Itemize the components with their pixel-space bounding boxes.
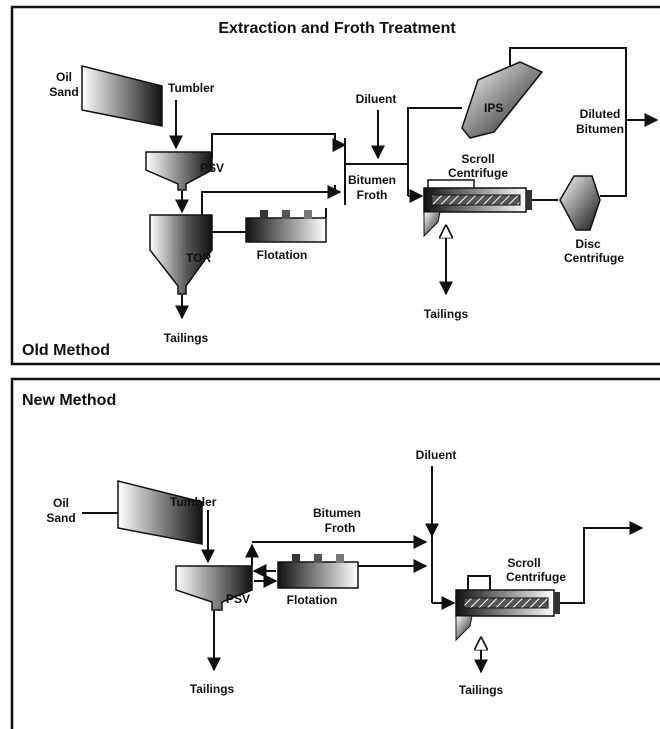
- new-flotation-cell-2: [314, 554, 322, 563]
- new-diluent-label: Diluent: [416, 448, 457, 462]
- old-flotation-cell-3: [304, 210, 312, 219]
- old-scroll-label-1: Scroll: [461, 152, 494, 166]
- old-tor-label: TOR: [186, 251, 211, 265]
- old-scroll-label-2: Centrifuge: [448, 166, 508, 180]
- new-scroll-label-2: Centrifuge: [506, 570, 566, 584]
- old-method-label: Old Method: [22, 342, 110, 359]
- new-psv: [175, 565, 253, 611]
- new-flotation-cell-3: [336, 554, 344, 563]
- old-scroll-centrifuge: [423, 187, 532, 238]
- diagram-title: Extraction and Froth Treatment: [218, 20, 456, 37]
- old-tor: [149, 214, 213, 295]
- new-flotation: [277, 561, 359, 589]
- new-method-panel: New Method Oil Sand Tumbler PSV Tailings…: [10, 377, 660, 729]
- old-ips-label: IPS: [484, 101, 503, 115]
- new-oil-sand-label-1: Oil: [53, 496, 69, 510]
- old-bitumen-froth-label-1: Bitumen: [348, 173, 396, 187]
- new-flotation-label: Flotation: [287, 593, 338, 607]
- new-oil-sand-label-2: Sand: [46, 511, 75, 525]
- old-diluted-bitumen-label-1: Diluted: [580, 107, 621, 121]
- old-tailings-right-label: Tailings: [424, 307, 469, 321]
- old-psv-froth-line: [211, 133, 336, 158]
- old-flotation: [245, 217, 327, 243]
- old-tor-froth-line: [201, 185, 336, 215]
- old-oil-sand-label-2: Sand: [49, 85, 78, 99]
- old-disc-label-2: Centrifuge: [564, 251, 624, 265]
- new-bitumen-froth-label-2: Froth: [325, 521, 356, 535]
- old-froth-to-ips-line: [407, 107, 462, 164]
- old-flotation-cell-1: [260, 210, 268, 219]
- old-disc-label-1: Disc: [575, 237, 601, 251]
- old-flotation-cell-2: [282, 210, 290, 219]
- new-bitumen-froth-label-1: Bitumen: [313, 506, 361, 520]
- new-psv-label: PSV: [226, 592, 250, 606]
- new-tumbler-label: Tumbler: [170, 495, 217, 509]
- new-scroll-centrifuge: [455, 589, 560, 642]
- new-scroll-label-1: Scroll: [507, 556, 540, 570]
- new-tailings-left-label: Tailings: [190, 682, 235, 696]
- old-tumbler: [81, 65, 163, 127]
- old-ips: [461, 61, 544, 139]
- old-flotation-label: Flotation: [257, 248, 308, 262]
- new-method-label: New Method: [22, 392, 116, 409]
- new-method-frame: [10, 377, 660, 729]
- old-ips-top-line: [509, 47, 627, 120]
- old-disc-to-output-line: [600, 120, 627, 197]
- new-flotation-cell-1: [292, 554, 300, 563]
- old-tumbler-label: Tumbler: [168, 81, 215, 95]
- old-oil-sand-label-1: Oil: [56, 70, 72, 84]
- old-diluent-label: Diluent: [356, 92, 397, 106]
- old-diluted-bitumen-label-2: Bitumen: [576, 122, 624, 136]
- new-output-line: [560, 527, 636, 604]
- new-scroll-feed: [467, 575, 491, 590]
- new-tailings-right-label: Tailings: [459, 683, 504, 697]
- old-tailings-left-label: Tailings: [164, 331, 209, 345]
- old-psv-label: PSV: [200, 161, 224, 175]
- old-method-frame: [10, 5, 660, 366]
- old-method-panel: Extraction and Froth Treatment Oil Sand …: [10, 5, 660, 366]
- old-bitumen-froth-label-2: Froth: [357, 188, 388, 202]
- new-tumbler: [117, 480, 203, 545]
- old-disc-centrifuge: [559, 175, 601, 231]
